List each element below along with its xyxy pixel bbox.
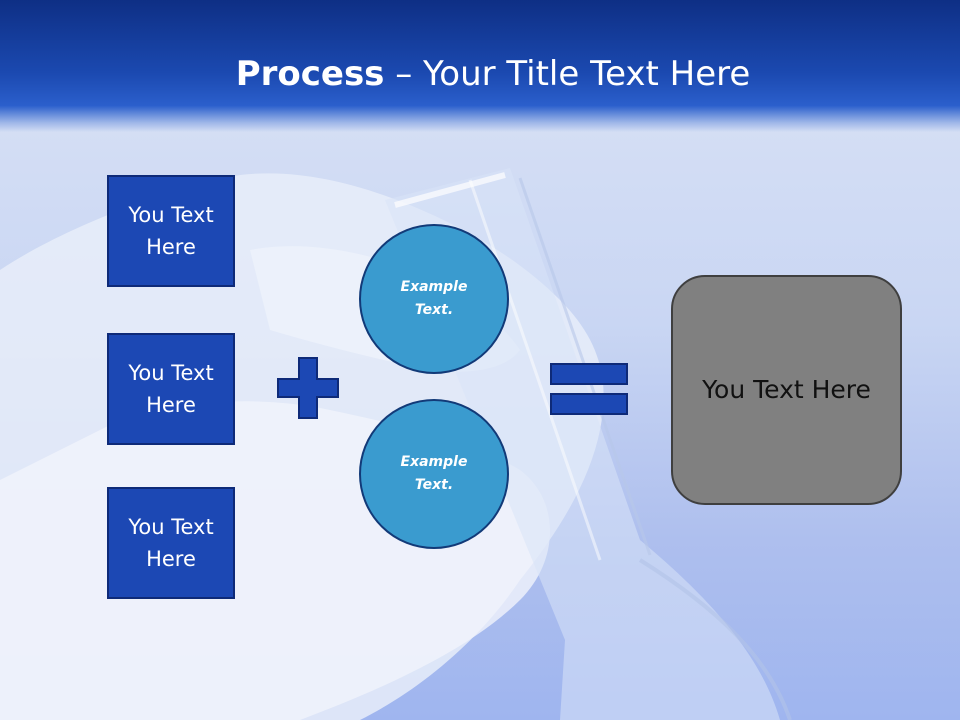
circle-label: Example Text. [400,279,468,318]
plus-icon [277,357,339,419]
circle-label: Example Text. [400,454,468,493]
text-box-2[interactable]: You Text Here [107,333,235,445]
text-box-label: You Text Here [128,203,214,259]
text-box-label: You Text Here [128,515,214,571]
title-bold: Process [235,54,385,94]
result-box[interactable]: You Text Here [671,275,902,505]
text-box-1[interactable]: You Text Here [107,175,235,287]
result-label: You Text Here [702,375,871,404]
header-bar [0,0,960,132]
example-circle-1[interactable]: Example Text. [359,224,509,374]
text-box-3[interactable]: You Text Here [107,487,235,599]
title-rest: – Your Title Text Here [384,54,751,94]
slide-title: Process – Your Title Text Here [0,52,960,96]
example-circle-2[interactable]: Example Text. [359,399,509,549]
text-box-label: You Text Here [128,361,214,417]
equals-icon [550,363,628,415]
